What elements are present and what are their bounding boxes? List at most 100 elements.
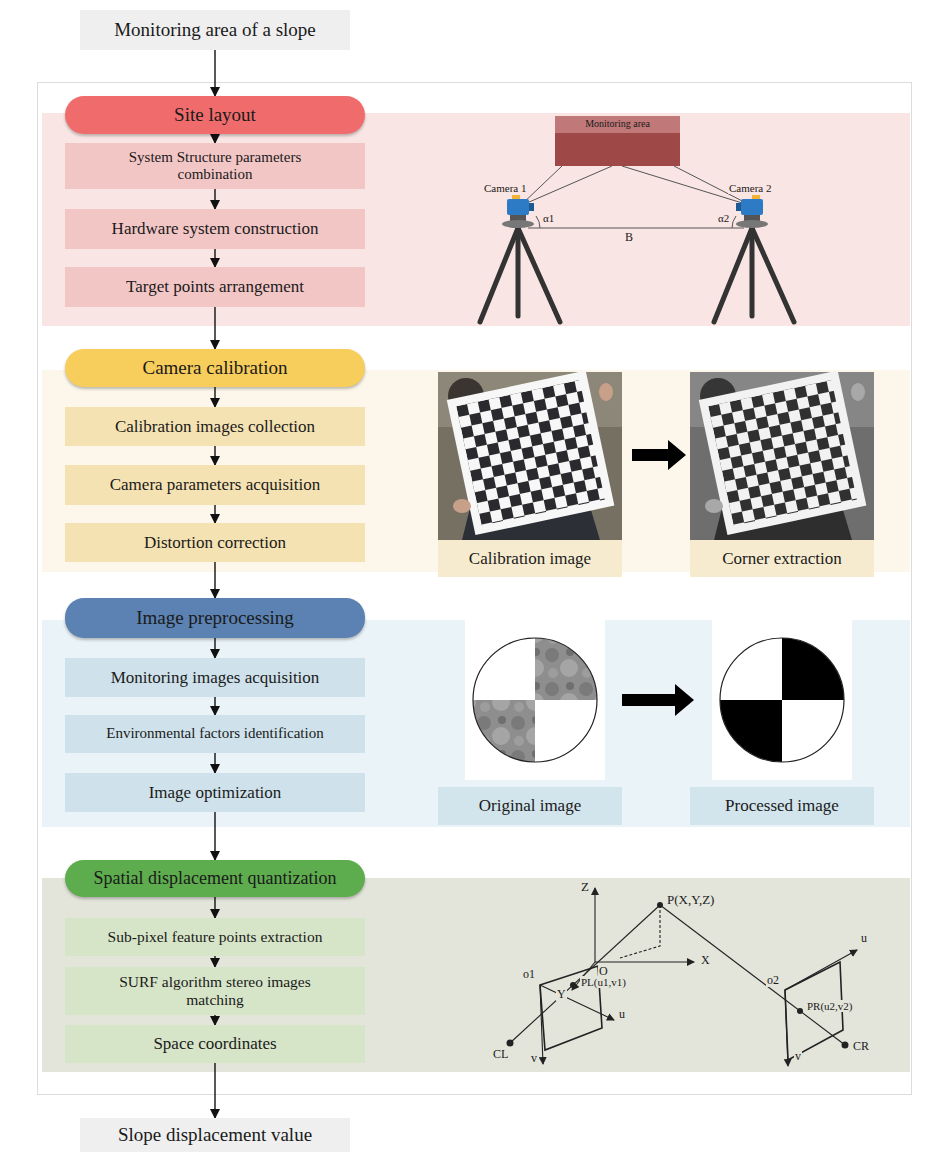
flow-arrow — [214, 897, 215, 918]
diagram-label: X — [700, 954, 711, 967]
terminal-box: Monitoring area of a slope — [80, 10, 350, 50]
svg-shape — [518, 228, 560, 322]
section-header: Image preprocessing — [65, 598, 365, 638]
svg-shape — [480, 228, 794, 322]
calibration-photo — [438, 371, 622, 540]
svg-shape — [736, 203, 741, 211]
diagram-label: CL — [492, 1048, 509, 1061]
svg-shape — [447, 371, 615, 536]
process-box: Calibration images collection — [65, 407, 365, 446]
caption-box: Calibration image — [438, 540, 622, 577]
diagram-label: CR — [852, 1040, 870, 1053]
flow-arrow — [214, 249, 215, 267]
flow-arrow — [214, 1063, 215, 1118]
diagram-label: Z — [580, 880, 590, 894]
node-text: Monitoring area — [585, 118, 650, 130]
svg-shape — [714, 228, 752, 322]
node-text: Target points arrangement — [126, 277, 304, 297]
svg-shape — [599, 383, 613, 401]
node-text: Calibration image — [469, 549, 591, 569]
node-text: Sub-pixel feature points extraction — [108, 928, 323, 946]
svg-shape — [473, 638, 597, 762]
diagram-label: v — [794, 1050, 802, 1063]
process-box: Image optimization — [65, 773, 365, 812]
svg-shape — [660, 905, 845, 1045]
flow-arrow — [214, 134, 215, 143]
camera-2 — [736, 195, 768, 228]
node-text: Slope displacement value — [118, 1124, 312, 1146]
svg-shape — [447, 371, 615, 536]
site-illustration — [480, 166, 794, 322]
svg-shape — [657, 902, 663, 908]
camera-1 — [502, 195, 534, 228]
node-text: Camera parameters acquisition — [110, 475, 321, 495]
svg-shape — [699, 371, 867, 536]
diagram-label: o2 — [766, 974, 780, 987]
node-text: Spatial displacement quantization — [94, 868, 337, 889]
svg-shape — [782, 638, 844, 700]
diagram-label: u — [618, 1008, 626, 1021]
flow-arrow — [214, 753, 215, 773]
svg-shape — [480, 228, 518, 322]
flow-arrow — [214, 812, 215, 860]
process-box: Environmental factors identification — [65, 715, 365, 753]
caption-box: Original image — [438, 787, 622, 825]
svg-shape — [528, 228, 744, 229]
caption-box: Processed image — [690, 787, 874, 825]
processed-target — [712, 620, 852, 780]
node-text: Image optimization — [149, 783, 282, 803]
svg-shape — [750, 228, 755, 316]
svg-shape — [752, 228, 794, 322]
svg-shape — [741, 199, 763, 215]
svg-shape — [708, 380, 857, 526]
svg-shape — [720, 638, 844, 762]
node-text: System Structure parameters combination — [105, 149, 325, 184]
caption-box: Corner extraction — [690, 540, 874, 577]
node-text: Space coordinates — [153, 1034, 276, 1054]
svg-shape — [736, 220, 768, 228]
svg-shape — [842, 1042, 849, 1049]
svg-shape — [732, 216, 736, 228]
corner-photo — [690, 371, 874, 540]
svg-shape — [529, 203, 534, 211]
svg-shape — [785, 990, 788, 1066]
flow-arrow — [214, 505, 215, 523]
svg-shape — [620, 905, 660, 958]
section-header: Site layout — [65, 96, 365, 134]
node-text: Processed image — [725, 796, 839, 816]
svg-shape — [465, 620, 605, 780]
diagram-label: o1 — [522, 968, 536, 981]
node-text: Monitoring area of a slope — [114, 19, 316, 41]
diagram-label: P(X,Y,Z) — [666, 893, 715, 907]
svg-shape — [785, 950, 857, 990]
section-header: Camera calibration — [65, 349, 365, 387]
process-box: Monitoring images acquisition — [65, 658, 365, 697]
process-arrow — [622, 684, 694, 716]
svg-shape — [456, 380, 605, 526]
svg-shape — [507, 1040, 514, 1047]
process-box: SURF algorithm stereo images matching — [65, 967, 365, 1015]
svg-shape — [520, 166, 612, 206]
terminal-box: Slope displacement value — [80, 1118, 350, 1152]
svg-shape — [512, 195, 520, 199]
diagram-label: PR(u2,v2) — [806, 1000, 854, 1012]
svg-shape — [699, 371, 867, 536]
node-text: Original image — [479, 796, 581, 816]
diagram-label: v — [530, 1052, 538, 1065]
svg-shape — [453, 499, 471, 513]
flow-arrow — [214, 956, 215, 967]
svg-shape — [851, 383, 865, 401]
diagram-label: Camera 1 — [483, 182, 527, 194]
process-box: Sub-pixel feature points extraction — [65, 918, 365, 956]
flow-arrow — [214, 446, 215, 465]
process-box: Distortion correction — [65, 523, 365, 562]
node-text: SURF algorithm stereo images matching — [95, 973, 335, 1009]
svg-shape — [516, 228, 521, 316]
svg-shape — [507, 902, 849, 1049]
svg-shape — [594, 888, 595, 962]
node-text: Calibration images collection — [115, 417, 315, 437]
process-box: Camera parameters acquisition — [65, 465, 365, 505]
node-text: Camera calibration — [142, 357, 287, 379]
